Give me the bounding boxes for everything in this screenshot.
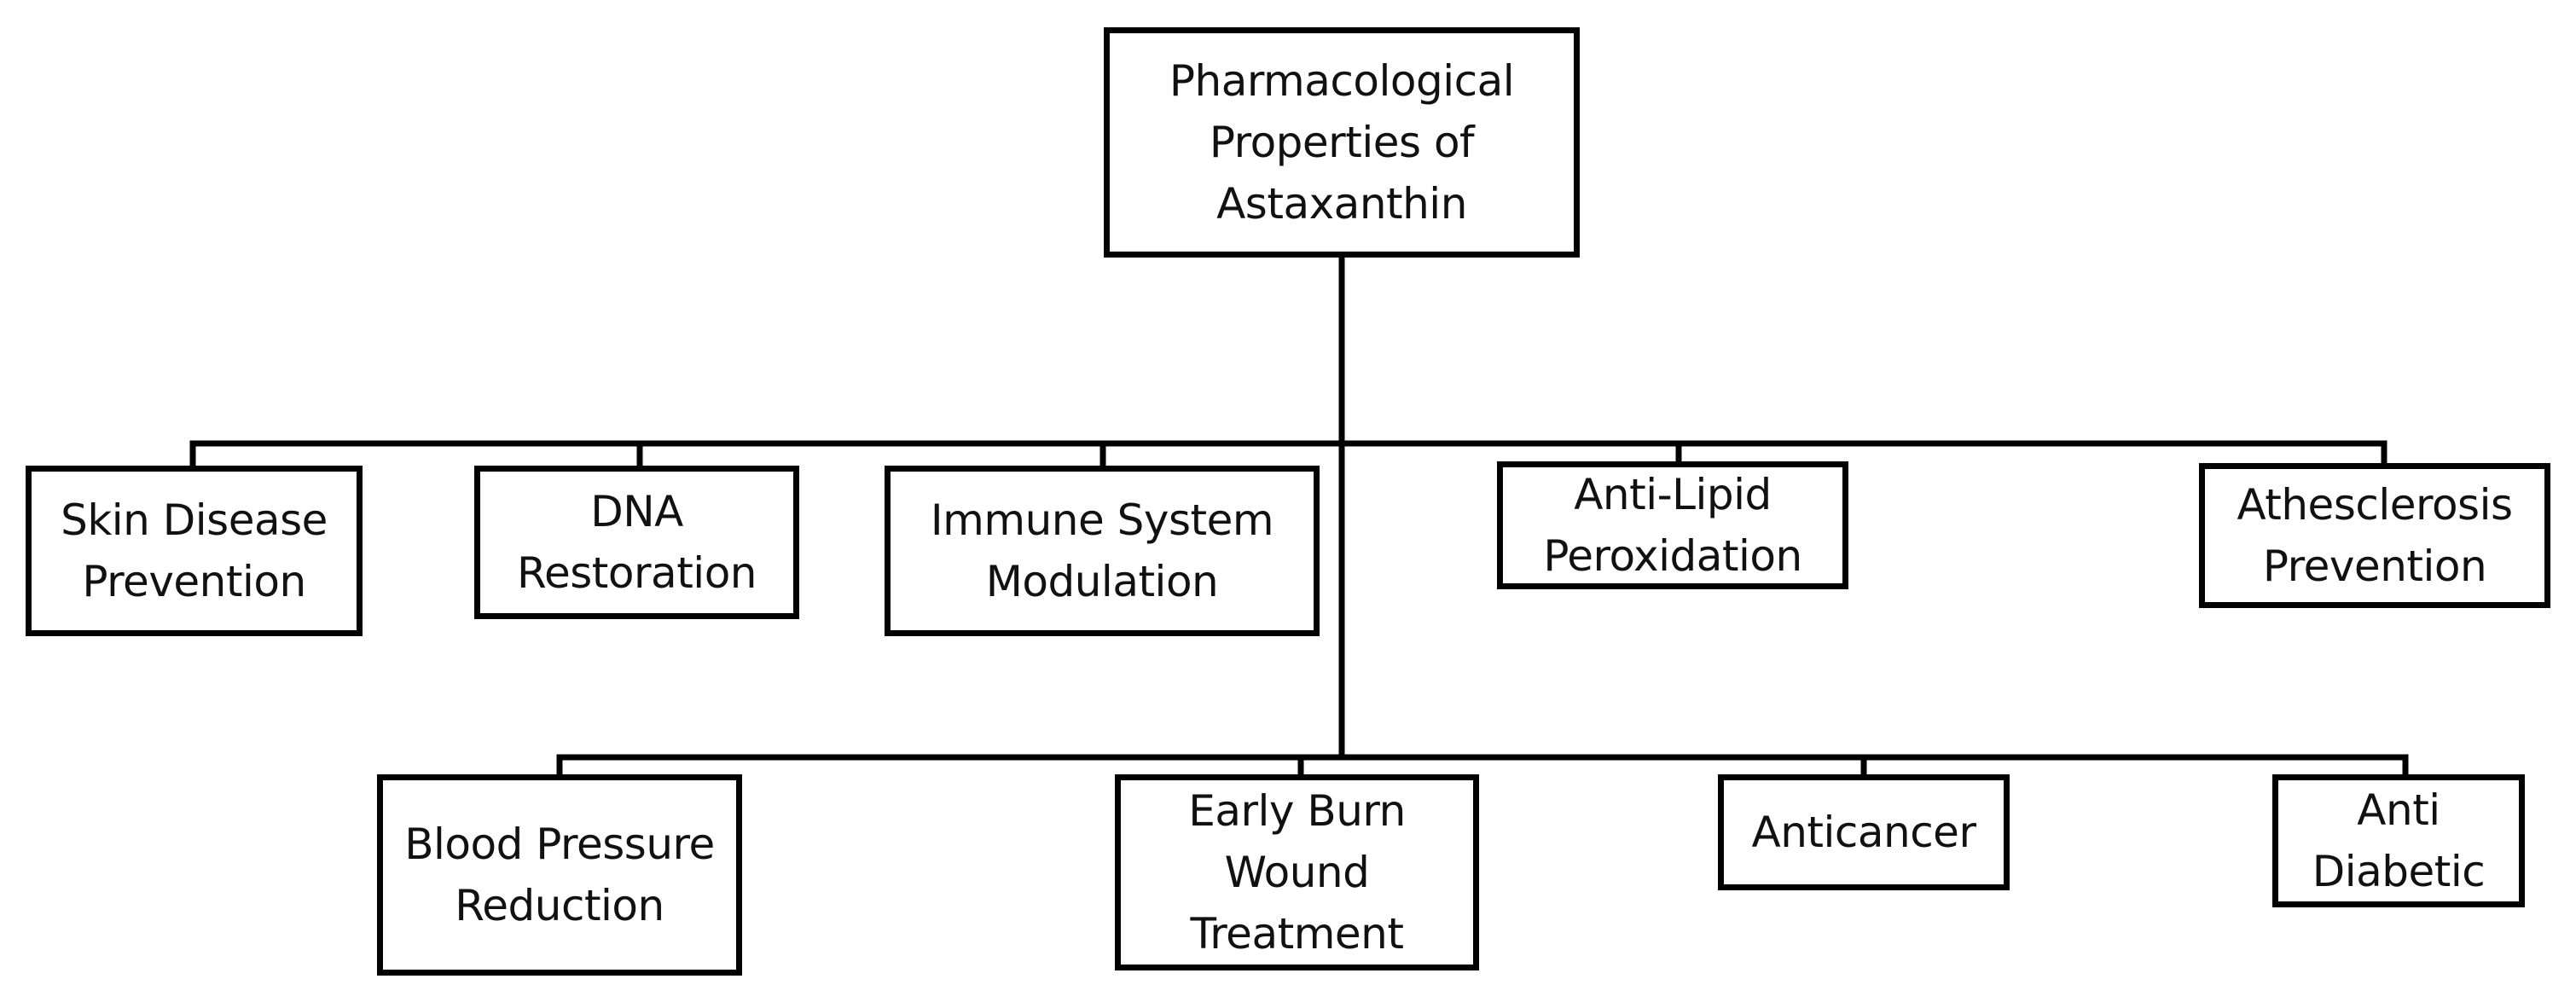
root-label: Pharmacological Properties of Astaxanthi… (1169, 56, 1515, 229)
anti-lipid-box: Anti-Lipid Peroxidation (1497, 461, 1848, 589)
anti-lipid-label: Anti-Lipid Peroxidation (1543, 470, 1802, 581)
early-burn-label: Early Burn Wound Treatment (1188, 786, 1406, 959)
anticancer-box: Anticancer (1718, 774, 2010, 890)
immune-system-label: Immune System Modulation (930, 495, 1274, 606)
immune-system-box: Immune System Modulation (885, 466, 1320, 636)
root-box: Pharmacological Properties of Astaxanthi… (1104, 27, 1580, 258)
anti-diabetic-box: Anti Diabetic (2272, 774, 2525, 907)
athesclerosis-box: Athesclerosis Prevention (2199, 463, 2550, 608)
anti-diabetic-label: Anti Diabetic (2312, 785, 2486, 896)
dna-restoration-box: DNA Restoration (474, 466, 799, 619)
blood-pressure-label: Blood Pressure Reduction (404, 820, 715, 930)
skin-disease-label: Skin Disease Prevention (61, 495, 328, 606)
blood-pressure-box: Blood Pressure Reduction (377, 774, 742, 976)
anticancer-label: Anticancer (1751, 808, 1976, 857)
skin-disease-box: Skin Disease Prevention (26, 466, 363, 636)
dna-restoration-label: DNA Restoration (517, 487, 757, 598)
athesclerosis-label: Athesclerosis Prevention (2237, 480, 2513, 591)
early-burn-box: Early Burn Wound Treatment (1115, 774, 1479, 970)
